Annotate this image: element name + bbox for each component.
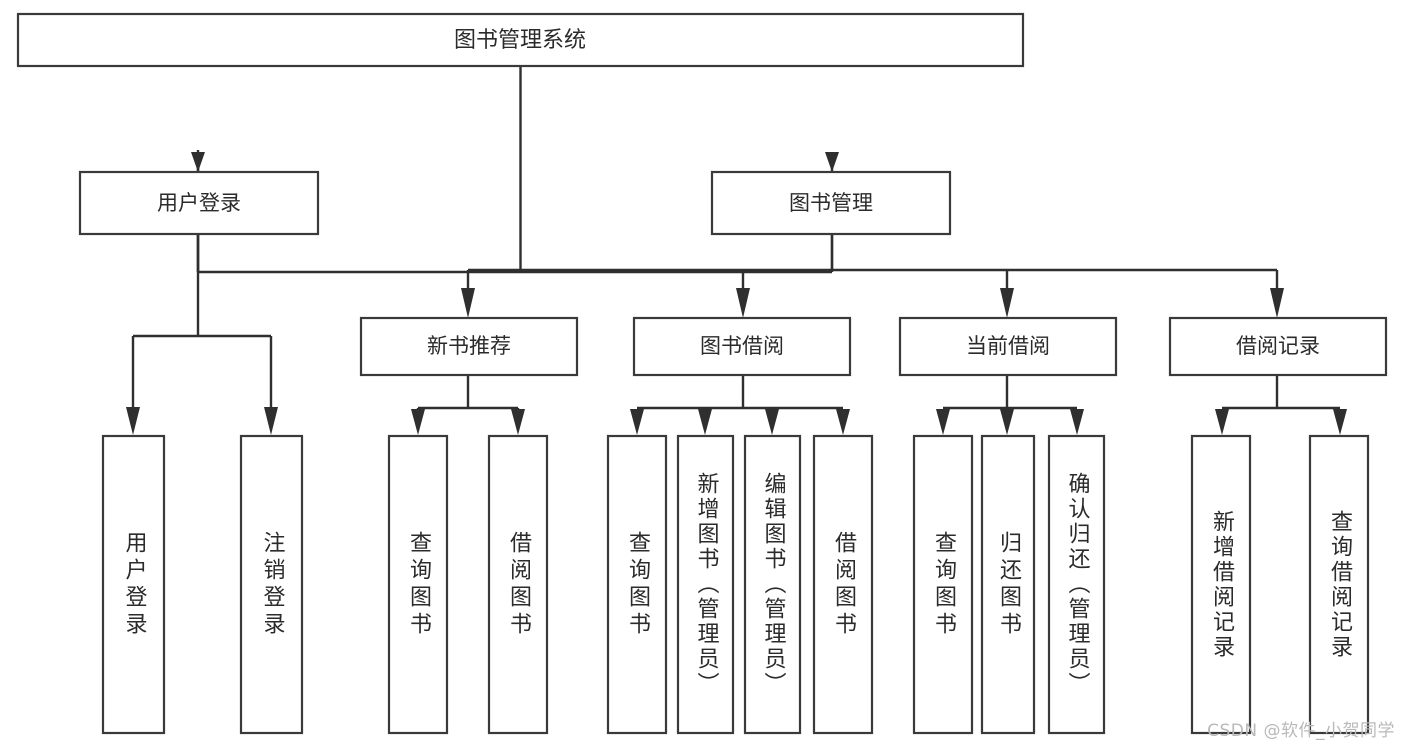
arrowhead-current-borrow: [1000, 288, 1014, 318]
arrowhead-new-book-recommend: [461, 288, 475, 318]
node-leaf-add-record-box[interactable]: [1190, 434, 1252, 735]
node-new-book-recommend-label: 新书推荐: [427, 334, 511, 358]
node-book-borrow-label: 图书借阅: [700, 334, 784, 358]
node-leaf-return-book-box[interactable]: [980, 434, 1036, 735]
node-root-box[interactable]: [16, 12, 1025, 68]
arrowhead-leaf-query-record: [1333, 409, 1347, 435]
node-user-login-box[interactable]: [78, 170, 320, 236]
node-leaf-query-book-2-box[interactable]: [606, 434, 668, 735]
arrowhead-book-borrow: [736, 288, 750, 318]
connectors: [126, 66, 1347, 435]
node-leaf-add-book-box[interactable]: [676, 434, 735, 735]
arrowhead-borrow-record: [1270, 288, 1284, 318]
arrowhead-leaf-user-login: [126, 407, 140, 435]
node-leaf-query-book-3-box[interactable]: [912, 434, 974, 735]
arrowhead-leaf-edit-book: [765, 409, 779, 435]
arrowhead-leaf-borrow-book-2: [836, 409, 850, 435]
node-leaf-edit-book-box[interactable]: [743, 434, 802, 735]
arrowhead-leaf-query-book-2: [630, 409, 644, 435]
arrowhead-leaf-confirm-return: [1070, 409, 1084, 435]
node-book-manage-label: 图书管理: [789, 191, 873, 215]
arrowhead-leaf-return-book: [1000, 409, 1014, 435]
arrowhead-leaf-logout-login: [264, 407, 278, 435]
node-leaf-query-book-1-box[interactable]: [387, 434, 449, 735]
node-leaf-confirm-return-box[interactable]: [1047, 434, 1106, 735]
node-leaf-user-login-box[interactable]: [101, 434, 166, 735]
arrowhead-leaf-add-record: [1215, 409, 1229, 435]
arrowhead-leaf-borrow-book-1: [511, 409, 525, 435]
node-root-label: 图书管理系统: [454, 28, 586, 53]
arrowhead-user-login: [191, 152, 205, 172]
node-book-borrow-box[interactable]: [632, 316, 852, 377]
node-current-borrow-label: 当前借阅: [966, 334, 1050, 358]
arrowhead-leaf-query-book-3: [936, 409, 950, 435]
arrowhead-leaf-query-book-1: [411, 409, 425, 435]
node-book-manage-box[interactable]: [710, 170, 952, 236]
node-borrow-record-label: 借阅记录: [1236, 334, 1320, 358]
node-leaf-logout-login-box[interactable]: [239, 434, 304, 735]
arrowhead-leaf-add-book: [698, 409, 712, 435]
node-new-book-recommend-box[interactable]: [359, 316, 579, 377]
node-current-borrow-box[interactable]: [898, 316, 1118, 377]
node-leaf-borrow-book-1-box[interactable]: [487, 434, 549, 735]
node-user-login-label: 用户登录: [157, 191, 241, 215]
node-leaf-query-record-box[interactable]: [1308, 434, 1370, 735]
node-leaf-borrow-book-2-box[interactable]: [812, 434, 874, 735]
arrowhead-book-manage: [825, 152, 839, 172]
watermark-text: CSDN @软件_小贺同学: [1207, 721, 1395, 741]
node-borrow-record-box[interactable]: [1168, 316, 1388, 377]
